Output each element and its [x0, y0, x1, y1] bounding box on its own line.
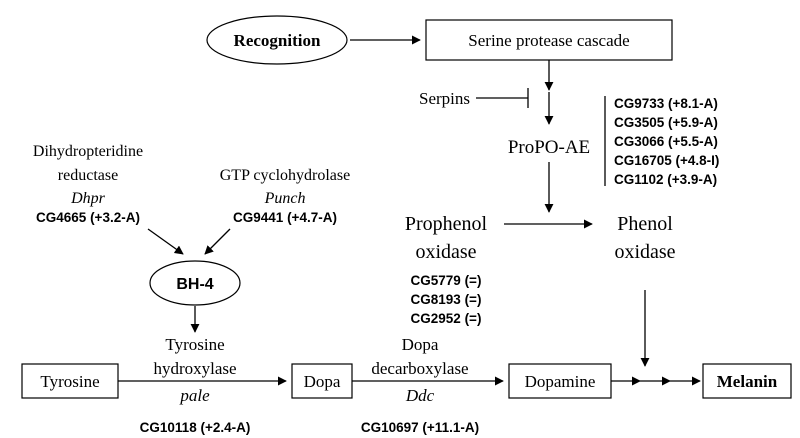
dopa-label: Dopa	[304, 372, 341, 391]
propo-ae-label: ProPO-AE	[508, 137, 590, 158]
dopamine-node: Dopamine	[508, 363, 612, 399]
tyrosine-hydroxylase-gene: CG10118 (+2.4-A)	[140, 420, 251, 435]
phenol-oxidase-label-line2: oxidase	[614, 241, 675, 263]
propo-ae-gene-list: CG9733 (+8.1-A) CG3505 (+5.9-A) CG3066 (…	[614, 96, 719, 187]
gtp-gene: CG9441 (+4.7-A)	[233, 210, 337, 225]
tyrosine-node: Tyrosine	[21, 363, 119, 399]
dopa-decarboxylase-symbol: Ddc	[405, 386, 435, 405]
tyrosine-hydroxylase-symbol: pale	[179, 386, 210, 405]
gtp-symbol: Punch	[264, 190, 306, 207]
serine-protease-cascade-node: Serine protease cascade	[425, 19, 673, 61]
bh4-node: BH-4	[149, 260, 241, 306]
serpins-label: Serpins	[419, 89, 470, 108]
bh4-label: BH-4	[176, 276, 213, 293]
arrow-dhpr-to-bh4	[147, 228, 184, 255]
prophenol-gene: CG2952 (=)	[411, 311, 482, 326]
gtp-cyclohydrolase-enzyme: GTP cyclohydrolase Punch CG9441 (+4.7-A)	[220, 167, 350, 225]
dhpr-enzyme: Dihydropteridine reductase Dhpr CG4665 (…	[33, 143, 143, 225]
propo-ae-gene: CG3505 (+5.9-A)	[614, 115, 718, 130]
dopa-decarboxylase-gene: CG10697 (+11.1-A)	[361, 420, 479, 435]
tyrosine-hydroxylase-enzyme: Tyrosine hydroxylase pale CG10118 (+2.4-…	[140, 335, 251, 435]
tyrosine-label: Tyrosine	[40, 372, 99, 391]
prophenol-gene: CG8193 (=)	[411, 292, 482, 307]
prophenol-oxidase-node: Prophenol oxidase	[405, 213, 488, 263]
recognition-node: Recognition	[206, 15, 348, 65]
propo-ae-gene: CG1102 (+3.9-A)	[614, 172, 717, 187]
dhpr-name-line1: Dihydropteridine	[33, 143, 143, 160]
dhpr-name-line2: reductase	[58, 167, 118, 184]
dopa-node: Dopa	[291, 363, 353, 399]
prophenol-oxidase-label-line1: Prophenol	[405, 213, 488, 235]
dopa-decarboxylase-name-line2: decarboxylase	[371, 359, 468, 378]
prophenol-gene-list: CG5779 (=) CG8193 (=) CG2952 (=)	[411, 273, 482, 326]
dopa-decarboxylase-name-line1: Dopa	[402, 335, 439, 354]
phenol-oxidase-node: Phenol oxidase	[614, 213, 675, 263]
propo-ae-gene: CG3066 (+5.5-A)	[614, 134, 718, 149]
phenol-oxidase-label-line1: Phenol	[617, 213, 673, 235]
tyrosine-hydroxylase-name-line2: hydroxylase	[153, 359, 236, 378]
dopamine-label: Dopamine	[525, 372, 596, 391]
prophenol-gene: CG5779 (=)	[411, 273, 482, 288]
serine-protease-cascade-label: Serine protease cascade	[468, 31, 629, 50]
dhpr-gene: CG4665 (+3.2-A)	[36, 210, 140, 225]
prophenol-oxidase-label-line2: oxidase	[415, 241, 476, 263]
gtp-name: GTP cyclohydrolase	[220, 167, 350, 184]
dopa-decarboxylase-enzyme: Dopa decarboxylase Ddc CG10697 (+11.1-A)	[361, 335, 479, 435]
recognition-label: Recognition	[234, 31, 321, 50]
dhpr-symbol: Dhpr	[70, 190, 106, 207]
propo-ae-gene: CG16705 (+4.8-I)	[614, 153, 719, 168]
arrow-gtp-to-bh4	[204, 228, 231, 255]
melanin-label: Melanin	[717, 372, 778, 391]
propo-ae-gene: CG9733 (+8.1-A)	[614, 96, 718, 111]
tyrosine-hydroxylase-name-line1: Tyrosine	[165, 335, 224, 354]
melanin-node: Melanin	[702, 363, 792, 399]
